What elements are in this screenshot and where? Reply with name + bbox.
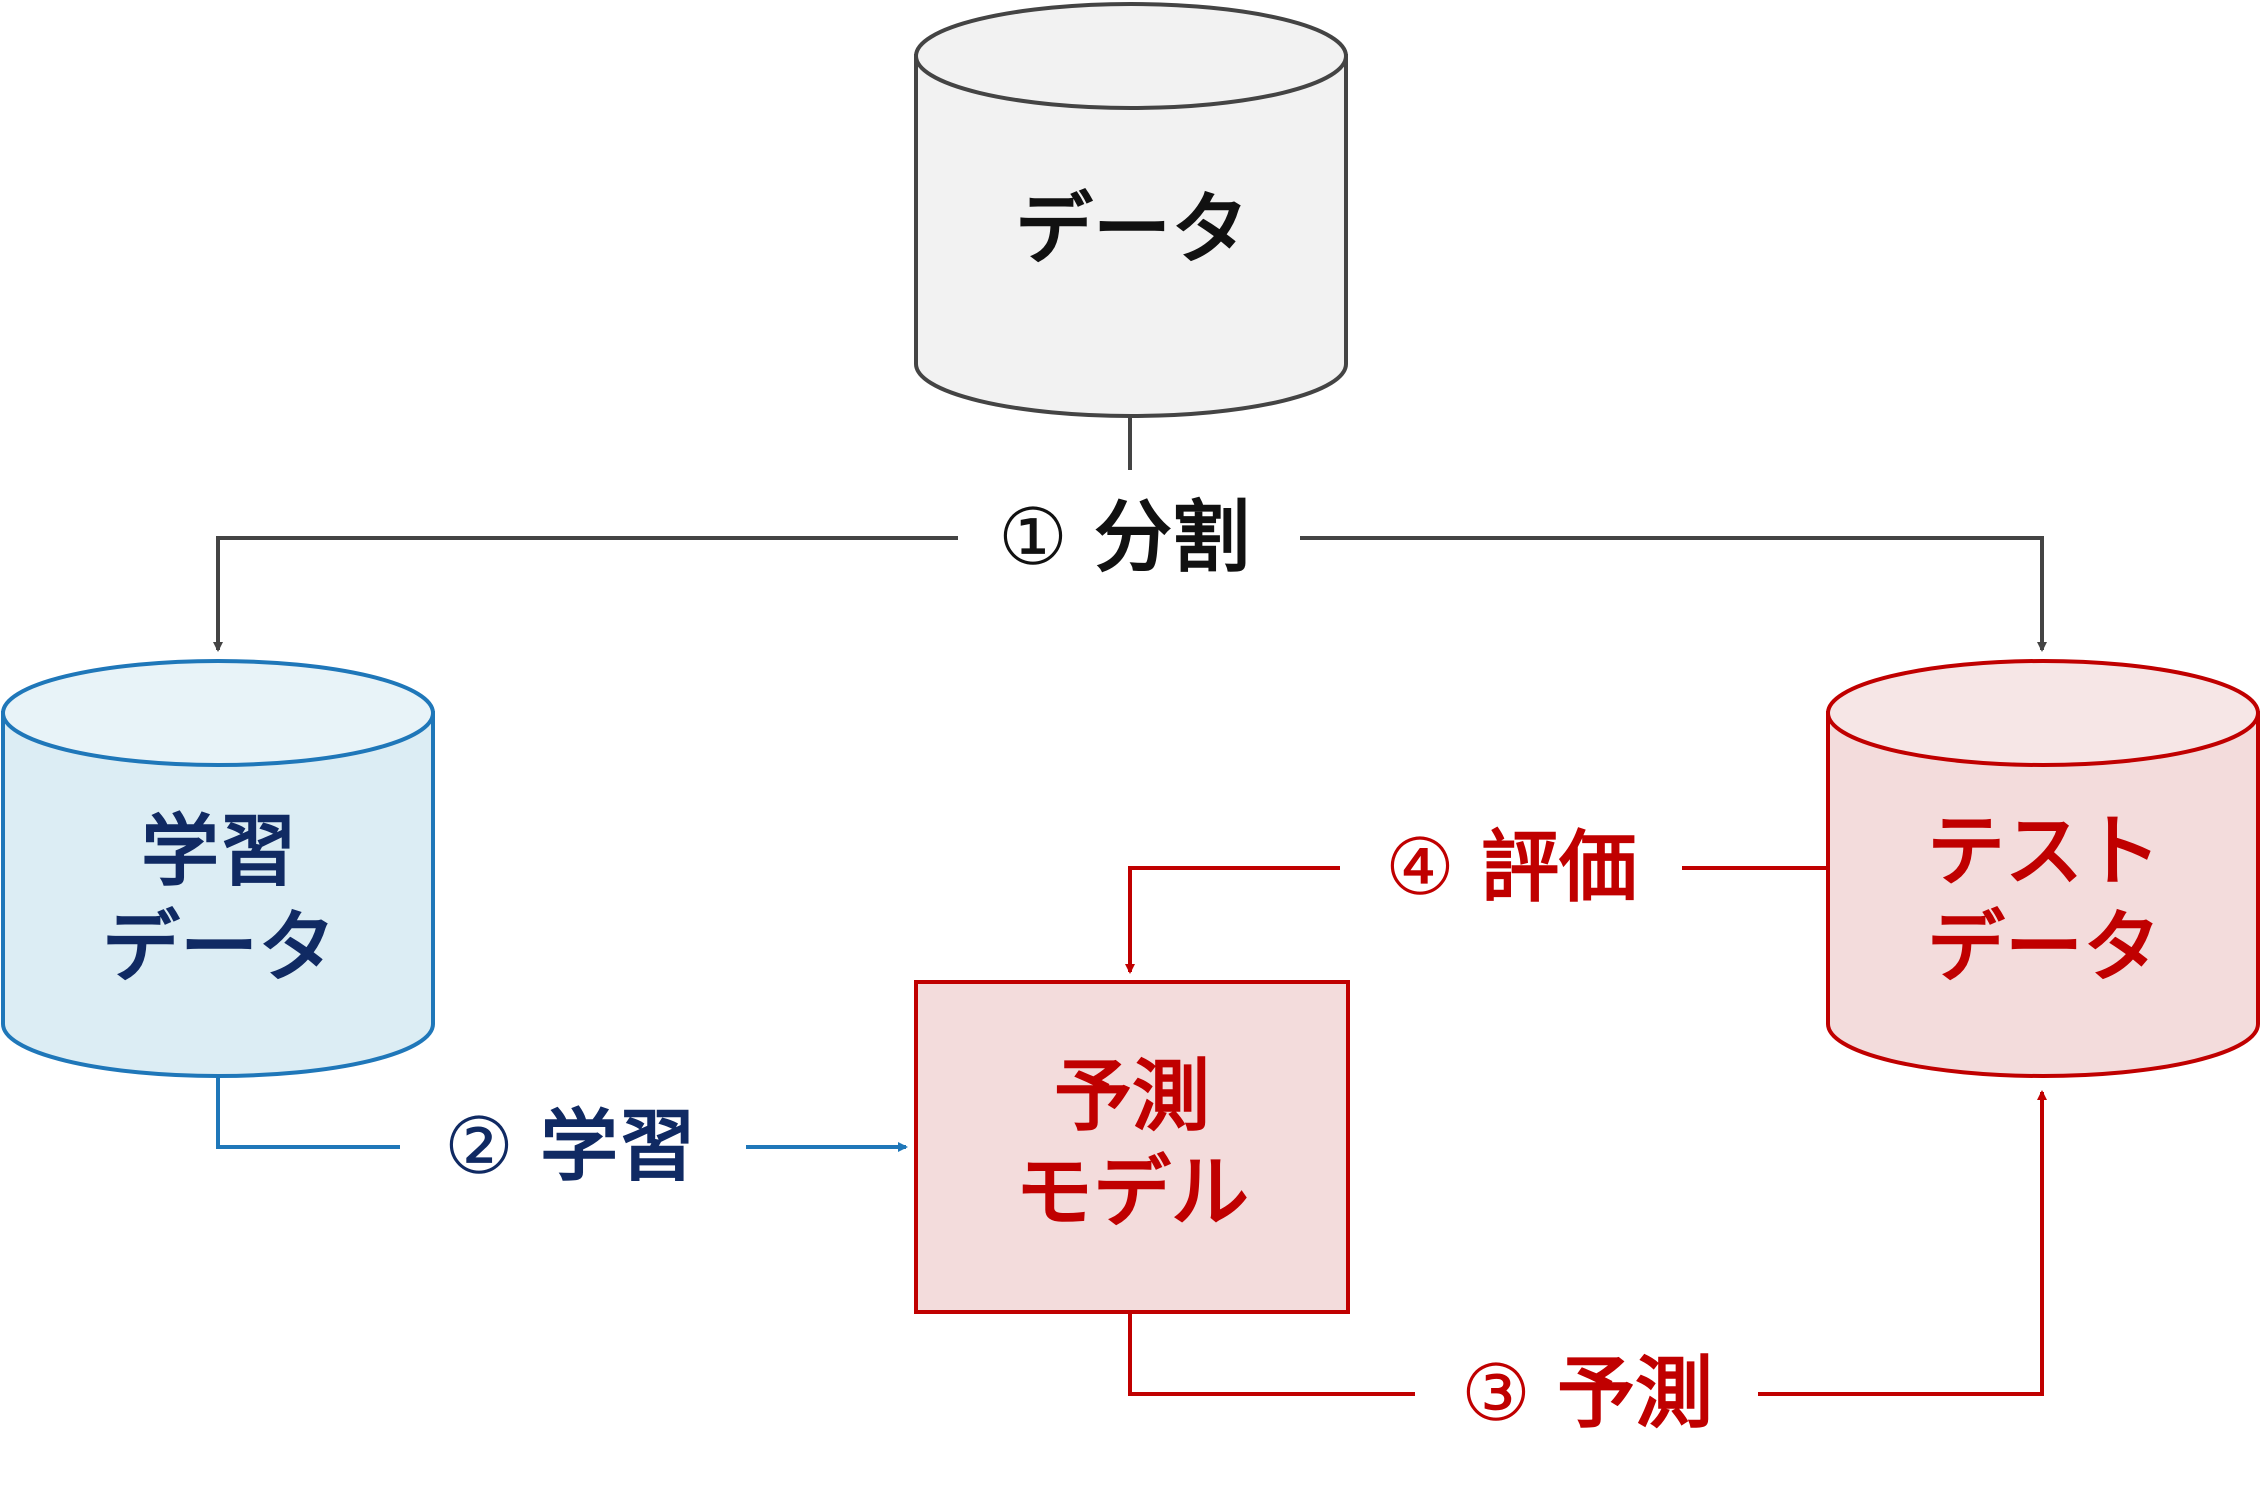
test-data-cylinder bbox=[1826, 659, 2260, 1078]
step-evaluate-number: ④ bbox=[1385, 823, 1455, 913]
test-data-node-line-2: データ bbox=[1926, 903, 2161, 993]
train-data-node-label: 学習 データ bbox=[3, 800, 435, 1000]
step-evaluate-label: ④ 評価 bbox=[1361, 820, 1661, 916]
data-cylinder-body bbox=[914, 54, 1348, 418]
train-data-node-line-1: 学習 bbox=[140, 807, 297, 897]
test-data-cylinder-body bbox=[1826, 711, 2260, 1078]
train-data-cylinder-body bbox=[0, 711, 435, 1078]
train-data-cylinder bbox=[0, 659, 435, 1078]
evaluate-arrow bbox=[1125, 866, 1340, 974]
step-predict-text: 予測 bbox=[1556, 1349, 1713, 1439]
step-split-text: 分割 bbox=[1093, 493, 1250, 583]
train-arrow bbox=[216, 1077, 400, 1149]
model-box bbox=[914, 980, 1350, 1314]
step-predict-number: ③ bbox=[1461, 1349, 1531, 1439]
test-data-node-line-1: テスト bbox=[1926, 807, 2161, 897]
step-predict-label: ③ 予測 bbox=[1437, 1346, 1737, 1442]
split-arrow-left bbox=[213, 536, 958, 652]
data-cylinder bbox=[914, 2, 1348, 418]
model-node-line-1: 予測 bbox=[1053, 1052, 1210, 1142]
step-train-label: ② 学習 bbox=[420, 1099, 720, 1195]
predict-arrow bbox=[1758, 1090, 2047, 1396]
data-node-line: データ bbox=[1014, 185, 1249, 275]
step-evaluate-text: 評価 bbox=[1480, 823, 1637, 913]
step-split-number: ① bbox=[998, 493, 1068, 583]
train-data-cylinder-top bbox=[1, 659, 435, 767]
predict-line bbox=[1128, 1312, 1415, 1396]
split-arrow-right bbox=[1300, 536, 2047, 652]
test-data-node-label: テスト データ bbox=[1828, 800, 2260, 1000]
model-node-line-2: モデル bbox=[1014, 1148, 1249, 1238]
split-connector bbox=[213, 416, 2047, 652]
model-node-label: 予測 モデル bbox=[916, 1045, 1348, 1245]
data-cylinder-top bbox=[914, 2, 1348, 110]
train-data-node-line-2: データ bbox=[101, 903, 336, 993]
step-train-text: 学習 bbox=[539, 1102, 696, 1192]
test-data-cylinder-top bbox=[1826, 659, 2260, 767]
data-node-label: データ bbox=[916, 160, 1348, 300]
step-train-number: ② bbox=[444, 1102, 514, 1192]
step-split-label: ① 分割 bbox=[974, 490, 1274, 586]
